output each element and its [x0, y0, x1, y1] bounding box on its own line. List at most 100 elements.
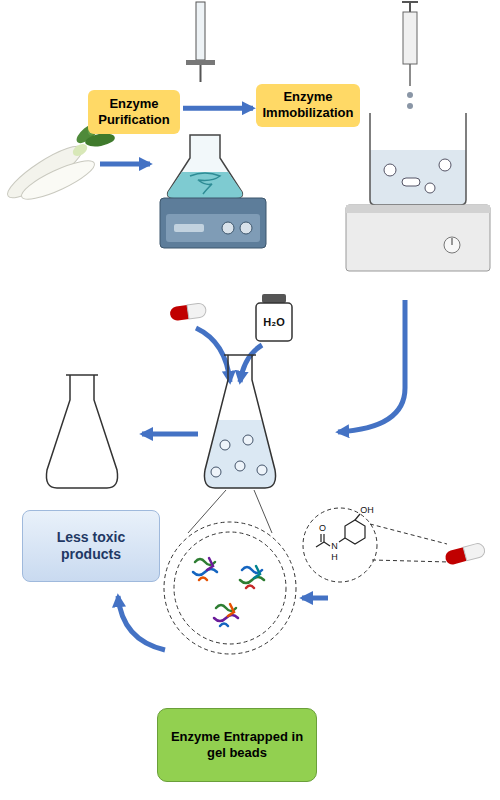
immobilization-beaker: [425, 183, 435, 193]
immobilization-beaker: [370, 150, 466, 205]
zoom-leader: [188, 490, 272, 533]
product-flask: [46, 375, 117, 488]
drug-zoom: [372, 560, 449, 562]
paracetamol-structure: [316, 514, 365, 547]
gel-bead-zoom: [164, 522, 296, 654]
step-label: Enzyme Purification: [88, 90, 180, 134]
atom-label: H: [331, 553, 338, 562]
drug-capsule: [444, 547, 467, 566]
separatory-column: [186, 2, 215, 82]
drug-capsule: [187, 303, 207, 319]
syringe: [403, 12, 417, 64]
magnetic-stirrer: [174, 224, 204, 232]
separatory-column: [196, 2, 205, 60]
gel-bead-zoom: [164, 522, 296, 654]
paracetamol-structure: [324, 542, 330, 546]
enzyme-structure: [240, 566, 264, 588]
chemical-formula: H₂O: [263, 317, 284, 328]
purification-flask: [168, 135, 243, 198]
process-arrow: [142, 432, 198, 437]
hydrogen-peroxide-bottle: [256, 294, 292, 341]
reaction-flask: [243, 435, 253, 445]
drug-zoom: [303, 508, 377, 582]
enzyme-structure: [240, 577, 264, 583]
magnetic-stirrer: [346, 205, 490, 271]
enzyme-structure: [193, 569, 217, 575]
zoom-leader: [188, 490, 226, 533]
enzyme-structure: [207, 558, 213, 570]
atom-label: O: [319, 524, 326, 533]
enzyme-structure: [199, 578, 207, 581]
process-arrow: [118, 596, 165, 650]
reaction-flask: [204, 355, 275, 488]
purification-flask: [168, 172, 243, 198]
gel-bead-zoom: [174, 532, 286, 644]
result-box: Less toxic products: [22, 510, 160, 582]
enzyme-structure: [214, 615, 238, 621]
syringe: [409, 64, 411, 86]
reaction-flask: [220, 440, 230, 450]
enzyme-structure: [254, 566, 260, 578]
drug-capsule: [444, 542, 486, 566]
flow-arrow: [183, 106, 253, 111]
magnetic-stirrer: [166, 214, 260, 242]
reaction-flask: [235, 461, 245, 471]
drug-zoom: [303, 508, 449, 582]
hydrogen-peroxide-bottle: [262, 294, 286, 303]
node-text: Enzyme Entrapped in gel beads: [164, 729, 310, 762]
magnetic-stirrer: [160, 198, 266, 248]
paracetamol-structure: [320, 534, 321, 542]
magnetic-stirrer: [222, 222, 234, 234]
paracetamol-structure: [339, 538, 345, 542]
product-flask: [66, 374, 98, 376]
magnetic-stirrer: [160, 198, 266, 248]
purification-flask: [190, 173, 220, 194]
drug-capsule: [169, 303, 207, 322]
step-label: Enzyme Immobilization: [256, 84, 360, 127]
reaction-flask: [224, 354, 256, 356]
immobilization-beaker: [439, 159, 451, 171]
paracetamol-structure: [323, 534, 324, 542]
paracetamol-structure: [355, 514, 360, 520]
syringe: [409, 2, 411, 12]
magnetic-stirrer: [346, 205, 490, 271]
caption-box: Enzyme Entrapped in gel beads: [157, 708, 317, 782]
separatory-column: [186, 60, 215, 65]
syringe: [407, 103, 413, 109]
syringe: [407, 92, 413, 98]
paracetamol-structure: [345, 520, 365, 544]
zoom-leader: [254, 490, 272, 533]
enzyme-structure: [193, 558, 264, 626]
reaction-flask: [257, 465, 267, 475]
node-text: Enzyme Purification: [94, 96, 174, 129]
drug-capsule: [463, 542, 486, 561]
syringe: [402, 2, 418, 109]
immobilization-beaker: [402, 178, 420, 186]
process-arrow: [240, 345, 262, 382]
atom-label: OH: [360, 506, 374, 515]
drug-zoom: [370, 524, 447, 544]
radish-illustration: [18, 154, 99, 206]
immobilization-beaker: [370, 113, 466, 205]
product-flask: [46, 375, 117, 488]
process-arrow: [302, 596, 328, 601]
node-text: Less toxic products: [29, 529, 153, 564]
separatory-column: [200, 65, 202, 82]
hydrogen-peroxide-bottle: [256, 303, 292, 341]
immobilization-beaker: [370, 113, 466, 205]
node-text: Enzyme Immobilization: [262, 89, 354, 122]
drug-capsule: [169, 305, 189, 321]
atom-label: N: [331, 542, 338, 551]
magnetic-stirrer: [240, 222, 252, 234]
enzyme-structure: [214, 604, 238, 626]
enzyme-structure: [228, 604, 234, 616]
magnetic-stirrer: [444, 237, 460, 253]
process-arrow: [100, 162, 150, 167]
purification-flask: [168, 135, 243, 198]
magnetic-stirrer: [346, 205, 490, 213]
reaction-flask: [204, 355, 275, 488]
radish-illustration: [71, 141, 90, 158]
enzyme-structure: [220, 624, 228, 627]
